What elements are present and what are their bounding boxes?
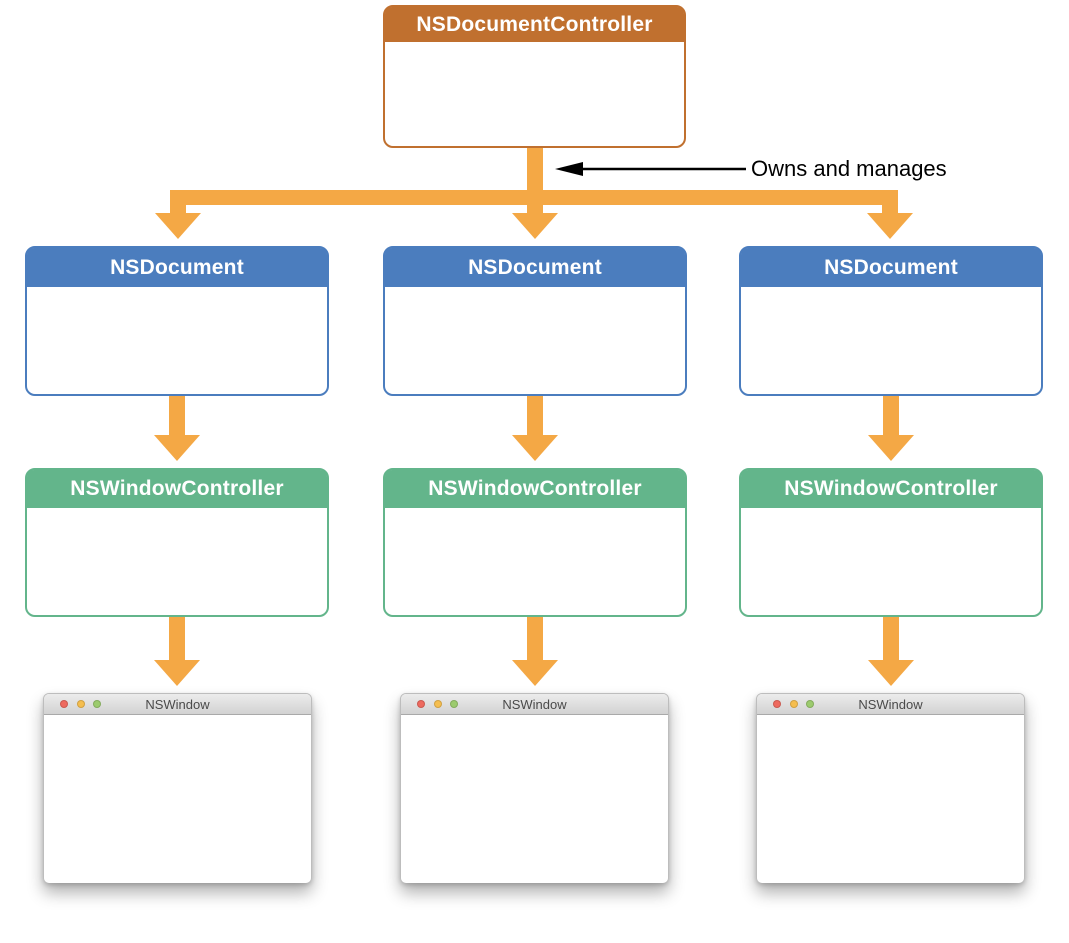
node-nswindowcontroller-2-body [385, 508, 685, 613]
arrowhead-down-icon [512, 213, 558, 239]
arrowhead-left-icon [555, 162, 583, 176]
node-nsdocument-1: NSDocument [25, 246, 329, 396]
window-titlebar: NSWindow [401, 694, 668, 715]
window-content [44, 715, 311, 883]
node-nsdocumentcontroller-body [385, 42, 684, 144]
close-button-icon [60, 700, 68, 708]
close-button-icon [773, 700, 781, 708]
nswindow-mock-2: NSWindow [400, 693, 669, 883]
arrowhead-down-icon [512, 435, 558, 461]
arrowhead-down-icon [868, 660, 914, 686]
node-nsdocument-3-title: NSDocument [741, 248, 1041, 287]
zoom-button-icon [806, 700, 814, 708]
zoom-button-icon [450, 700, 458, 708]
window-title: NSWindow [502, 696, 567, 712]
zoom-button-icon [93, 700, 101, 708]
node-nsdocument-2: NSDocument [383, 246, 687, 396]
window-title: NSWindow [145, 696, 210, 712]
nswindow-mock-3: NSWindow [756, 693, 1025, 883]
minimize-button-icon [789, 700, 798, 708]
arrowhead-down-icon [512, 660, 558, 686]
nswindow-mock-1: NSWindow [43, 693, 312, 883]
window-content [757, 715, 1024, 883]
node-nswindowcontroller-1-title: NSWindowController [27, 470, 327, 508]
window-content [401, 715, 668, 883]
node-nsdocumentcontroller: NSDocumentController [383, 5, 686, 148]
node-nswindowcontroller-1-body [27, 508, 327, 613]
node-nswindowcontroller-2-title: NSWindowController [385, 470, 685, 508]
window-titlebar: NSWindow [44, 694, 311, 715]
arrowhead-down-icon [155, 213, 201, 239]
ownership-tree-arrow [155, 146, 913, 239]
node-nswindowcontroller-2: NSWindowController [383, 468, 687, 617]
close-button-icon [417, 700, 425, 708]
minimize-button-icon [433, 700, 442, 708]
node-nsdocument-3: NSDocument [739, 246, 1043, 396]
node-nsdocument-1-title: NSDocument [27, 248, 327, 287]
node-nsdocument-1-body [27, 287, 327, 392]
node-nswindowcontroller-3: NSWindowController [739, 468, 1043, 617]
node-nswindowcontroller-1: NSWindowController [25, 468, 329, 617]
node-nswindowcontroller-3-title: NSWindowController [741, 470, 1041, 508]
document-to-windowcontroller-arrows [154, 395, 914, 461]
arrowhead-down-icon [867, 213, 913, 239]
window-titlebar: NSWindow [757, 694, 1024, 715]
node-nswindowcontroller-3-body [741, 508, 1041, 613]
node-nsdocument-2-title: NSDocument [385, 248, 685, 287]
node-nsdocument-2-body [385, 287, 685, 392]
owns-and-manages-label: Owns and manages [751, 156, 947, 181]
arrowhead-down-icon [868, 435, 914, 461]
minimize-button-icon [76, 700, 85, 708]
annotation-pointer-arrow [555, 162, 746, 176]
arrowhead-down-icon [154, 435, 200, 461]
windowcontroller-to-window-arrows [154, 615, 914, 686]
window-title: NSWindow [858, 696, 923, 712]
node-nsdocument-3-body [741, 287, 1041, 392]
node-nsdocumentcontroller-title: NSDocumentController [385, 7, 684, 42]
arrowhead-down-icon [154, 660, 200, 686]
